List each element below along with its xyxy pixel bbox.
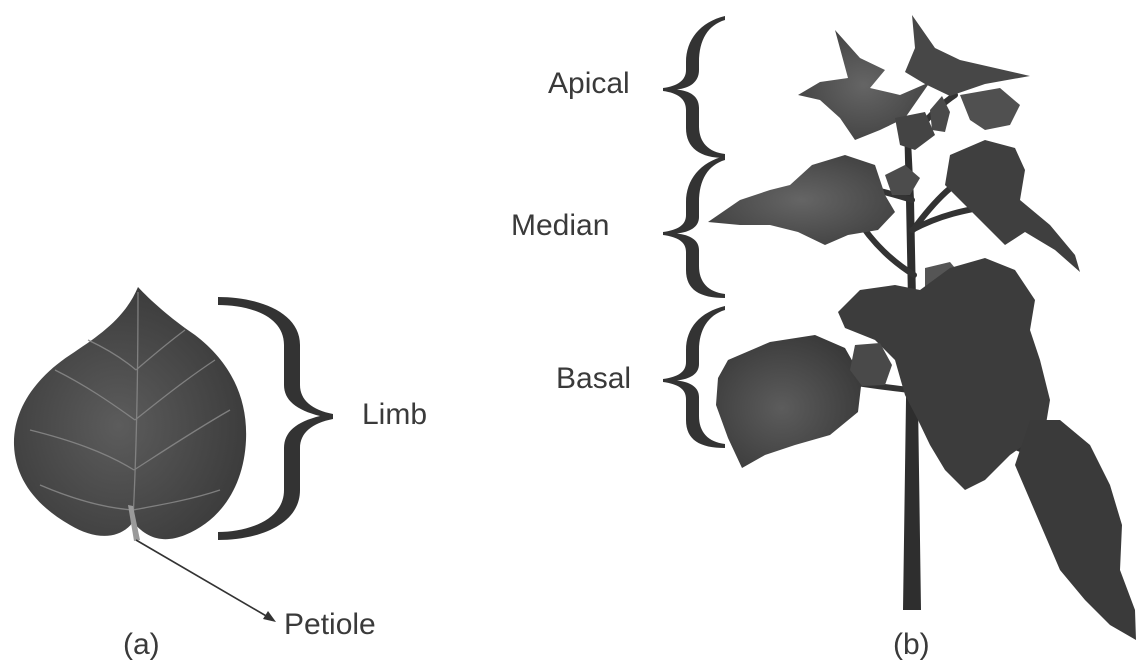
- median-brace: [663, 156, 725, 298]
- limb-label: Limb: [362, 400, 427, 430]
- plant-image: [708, 15, 1136, 640]
- leaf-limb: [14, 287, 246, 539]
- apical-label: Apical: [548, 69, 630, 99]
- leaf: [708, 155, 895, 245]
- braces-b: [663, 16, 725, 448]
- basal-label: Basal: [556, 364, 631, 394]
- basal-brace: [663, 306, 725, 448]
- leaf: [960, 88, 1020, 130]
- leaf: [1015, 420, 1136, 640]
- petiole-label: Petiole: [284, 610, 376, 640]
- panel-b-caption: (b): [893, 630, 930, 660]
- leaf-image: [14, 287, 246, 541]
- leaf: [716, 335, 862, 468]
- leaf: [885, 165, 920, 195]
- petiole-arrow: [136, 540, 276, 622]
- leaf: [945, 140, 1080, 272]
- median-label: Median: [511, 211, 609, 241]
- apical-brace: [663, 16, 725, 158]
- leaf: [905, 15, 1030, 96]
- panel-a-caption: (a): [123, 630, 160, 660]
- leaves: [708, 15, 1136, 640]
